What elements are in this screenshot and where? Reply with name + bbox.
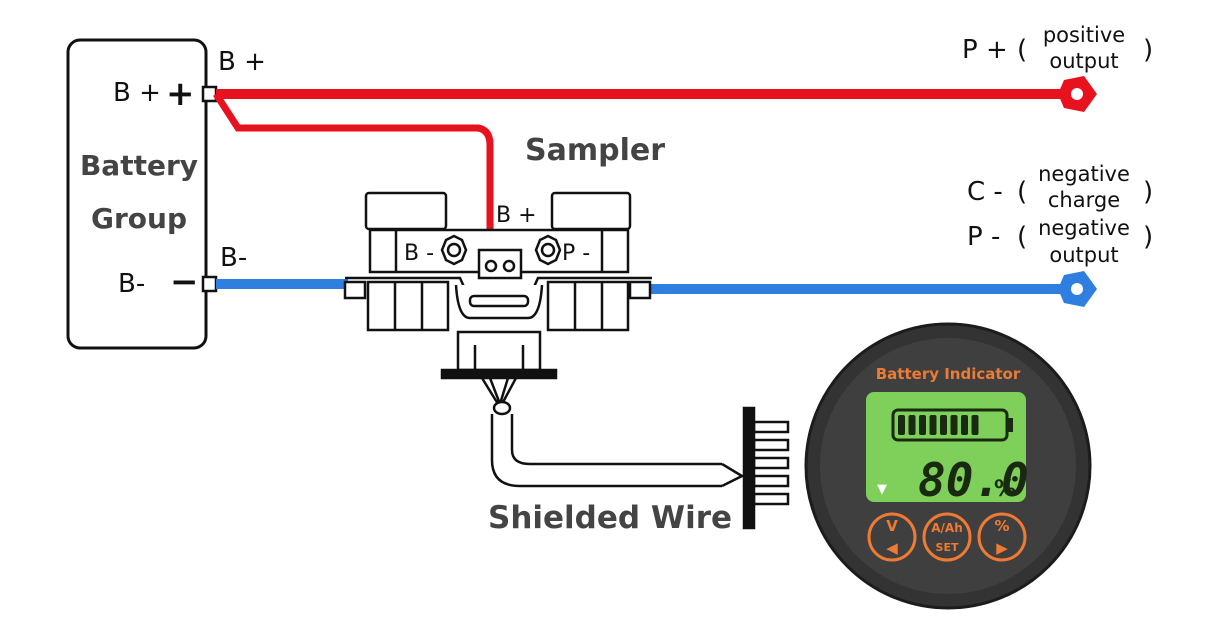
button-v-top: V [886, 517, 898, 535]
battery-pos-label: B + [113, 78, 161, 108]
battery-level-segment [929, 415, 937, 435]
shielded-wire-label: Shielded Wire [488, 500, 732, 536]
p-minus-close-paren: ) [1143, 222, 1153, 252]
lcd-marker: ▼ [877, 482, 887, 497]
sampler-p-minus-nut [534, 234, 562, 266]
p-plus-desc-line2: output [1049, 49, 1118, 73]
p-minus-open-paren: ( [1017, 222, 1027, 252]
battery-neg-sign: − [170, 262, 199, 302]
battery-level-segment [950, 415, 958, 435]
sampler-device [343, 191, 652, 380]
neg-wire-label: B- [220, 243, 247, 273]
p-minus-desc-line2: output [1049, 243, 1118, 267]
battery-level-segment [971, 415, 979, 435]
indicator-lcd [866, 392, 1026, 502]
indicator-button-percent[interactable]: % ▶ [977, 512, 1027, 562]
positive-sampler-wire [213, 92, 494, 262]
battery-level-segment [898, 415, 905, 435]
c-minus-label: C - [967, 177, 1003, 207]
pos-wire-label: B + [218, 47, 266, 77]
sampler-p-minus-label: P - [562, 241, 590, 266]
lcd-battery-icon [891, 408, 1013, 442]
battery-neg-terminal [201, 275, 218, 293]
c-minus-desc-line1: negative [1038, 162, 1130, 186]
indicator-title: Battery Indicator [876, 365, 1021, 383]
button-percent-top: % [994, 517, 1009, 535]
c-minus-open-paren: ( [1017, 177, 1027, 207]
battery-pos-sign: + [166, 74, 195, 114]
battery-pos-terminal [201, 85, 218, 103]
battery-level-segment [940, 415, 947, 435]
battery-level-segment [919, 415, 926, 435]
battery-level-segment [908, 415, 916, 435]
p-plus-desc-line1: positive [1043, 23, 1125, 47]
shielded-wire [480, 377, 790, 530]
lcd-reading: 80.0 [918, 453, 1029, 507]
p-minus-desc-line1: negative [1038, 216, 1130, 240]
p-plus-ring-terminal [1058, 76, 1097, 112]
battery-neg-label: B- [118, 269, 145, 299]
p-plus-close-paren: ) [1143, 35, 1153, 65]
sampler-b-plus-terminal [477, 248, 523, 280]
p-plus-open-paren: ( [1017, 35, 1027, 65]
c-minus-desc-line2: charge [1048, 188, 1120, 212]
indicator-button-set[interactable]: A/Ah SET [922, 512, 972, 562]
c-minus-close-paren: ) [1143, 177, 1153, 207]
sampler-b-plus-label: B + [496, 203, 537, 228]
button-set-top: A/Ah [931, 521, 963, 535]
button-v-bottom: ◀ [886, 539, 898, 557]
battery-group-box [66, 38, 208, 350]
sampler-title: Sampler [525, 133, 665, 168]
battery-title-line2: Group [91, 202, 187, 235]
button-percent-bottom: ▶ [996, 539, 1008, 557]
p-plus-label: P + [962, 35, 1008, 65]
sampler-b-minus-label: B - [404, 241, 434, 266]
p-minus-label: P - [967, 222, 1000, 252]
battery-title-line1: Battery [80, 149, 198, 182]
button-set-bottom: SET [936, 541, 959, 554]
lcd-unit: % [994, 477, 1016, 502]
sampler-b-minus-nut [440, 234, 468, 266]
p-minus-ring-terminal [1058, 271, 1097, 307]
indicator-button-v[interactable]: V ◀ [867, 512, 917, 562]
battery-level-segment [961, 415, 968, 435]
